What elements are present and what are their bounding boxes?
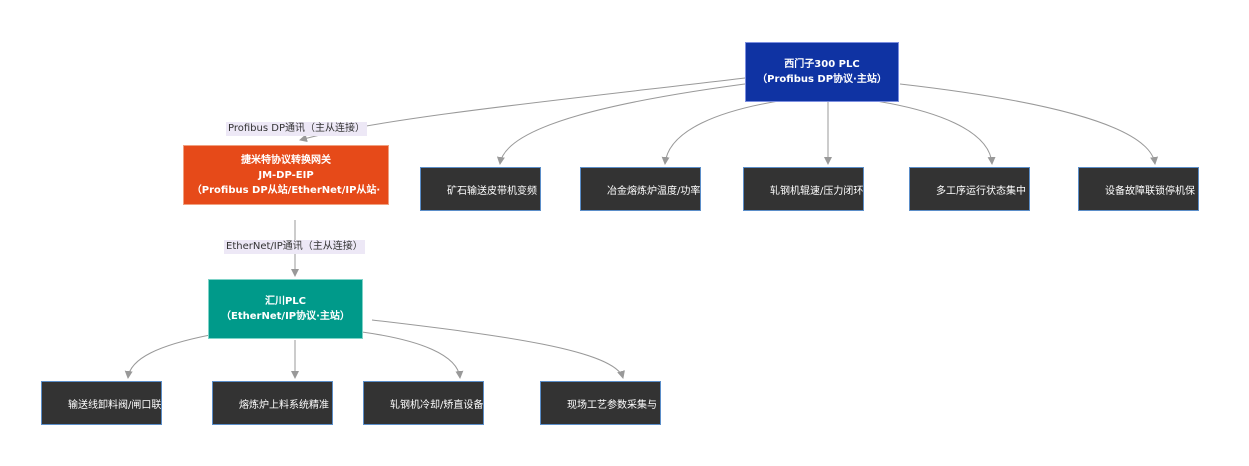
- siemens-child-label: 轧钢机辊速/压力闭环: [770, 185, 864, 197]
- siemens-child-node: 设备故障联锁停机保: [1078, 167, 1199, 211]
- node-gateway-model: JM-DP-EIP: [258, 169, 314, 181]
- edge-siemens-child-5: [899, 83, 1159, 165]
- node-inovance-plc: 汇川PLC （EtherNet/IP协议·主站）: [208, 279, 363, 339]
- node-siemens-title: 西门子300 PLC: [784, 59, 860, 70]
- edge-inovance-child-4: [371, 319, 625, 379]
- siemens-child-node: 冶金熔炼炉温度/功率: [580, 167, 701, 211]
- node-inovance-title: 汇川PLC: [264, 296, 307, 307]
- node-gateway-title: 捷米特协议转换网关: [241, 154, 331, 166]
- edge-label-profibus: Profibus DP通讯（主从连接）: [226, 122, 367, 136]
- node-siemens-protocol: （Profibus DP协议·主站）: [757, 74, 887, 85]
- inovance-child-node: 熔炼炉上料系统精准: [212, 381, 333, 425]
- siemens-child-label: 冶金熔炼炉温度/功率: [607, 185, 701, 197]
- siemens-child-label: 多工序运行状态集中: [936, 185, 1026, 197]
- node-siemens-plc: 西门子300 PLC （Profibus DP协议·主站）: [745, 42, 899, 102]
- siemens-child-label: 设备故障联锁停机保: [1105, 185, 1195, 197]
- edge-siemens-child-1: [496, 81, 761, 165]
- node-gateway-protocol: （Profibus DP从站/EtherNet/IP从站·: [191, 184, 381, 196]
- edge-inovance-child-3: [361, 331, 464, 379]
- node-gateway: 捷米特协议转换网关 JM-DP-EIP （Profibus DP从站/Ether…: [183, 145, 389, 205]
- inovance-child-label: 输送线卸料阀/闸口联: [68, 399, 162, 411]
- inovance-child-node: 轧钢机冷却/矫直设备: [363, 381, 484, 425]
- siemens-child-label: 矿石输送皮带机变频: [447, 185, 537, 197]
- edge-inovance-child-1: [124, 334, 211, 379]
- edge-siemens-child-2: [661, 99, 786, 165]
- inovance-child-label: 现场工艺参数采集与: [567, 399, 657, 411]
- node-inovance-protocol: （EtherNet/IP协议·主站）: [221, 311, 350, 322]
- siemens-child-node: 矿石输送皮带机变频: [420, 167, 541, 211]
- inovance-child-node: 现场工艺参数采集与: [540, 381, 661, 425]
- inovance-child-label: 熔炼炉上料系统精准: [239, 399, 329, 411]
- inovance-child-node: 输送线卸料阀/闸口联: [41, 381, 162, 425]
- siemens-child-node: 轧钢机辊速/压力闭环: [743, 167, 864, 211]
- edge-label-ethernet: EtherNet/IP通讯（主从连接）: [224, 240, 365, 254]
- siemens-child-node: 多工序运行状态集中: [909, 167, 1030, 211]
- edge-siemens-child-4: [869, 99, 996, 165]
- inovance-child-label: 轧钢机冷却/矫直设备: [390, 399, 484, 411]
